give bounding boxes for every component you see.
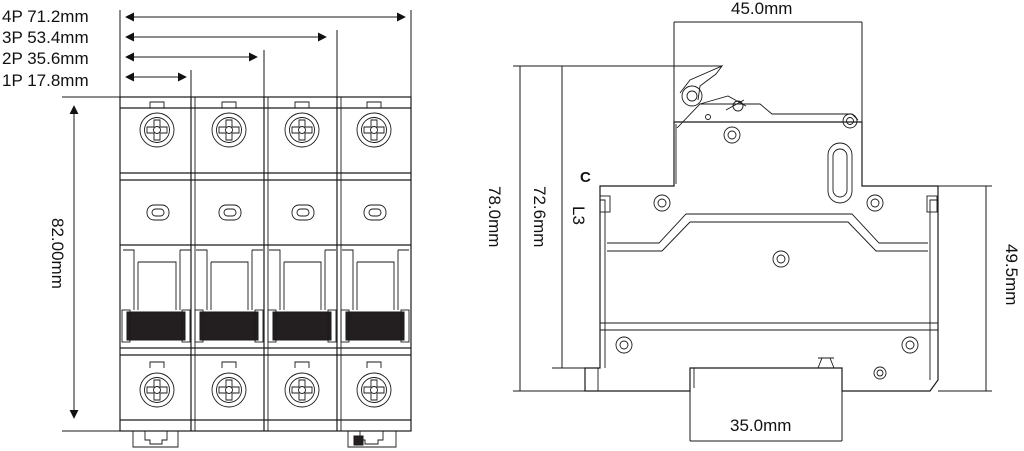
- right-height-label: 49.5mm: [1002, 244, 1021, 305]
- top-width-label: 45.0mm: [731, 0, 792, 18]
- side-latch-right: [926, 195, 938, 213]
- breaker-body-front: [119, 96, 412, 432]
- indicator-window: [146, 204, 170, 221]
- handle-side: [679, 64, 747, 120]
- terminal-label: L3: [569, 206, 588, 225]
- side-latch-left: [599, 195, 611, 213]
- front-view: 4P 71.2mm 3P 53.4mm 2P 35.6mm 1P 17.8mm …: [2, 7, 412, 448]
- din-clip-right: [347, 431, 397, 448]
- toggle-handle: [272, 311, 332, 341]
- pole-1: [121, 101, 191, 408]
- toggle-handle: [126, 311, 186, 341]
- overall-height-label: 78.0mm: [485, 186, 504, 247]
- toggle-handle: [345, 311, 405, 341]
- pole-4: [340, 101, 410, 408]
- indicator-window: [363, 204, 387, 221]
- pole-width-label-2p: 2P 35.6mm: [2, 49, 89, 68]
- toggle-handle: [199, 311, 259, 341]
- pole-2: [194, 101, 264, 408]
- side-view: 45.0mm 78.0mm 72.6mm C L3 49.5mm 35.0mm: [485, 0, 1021, 442]
- body-height-label: 72.6mm: [530, 186, 549, 247]
- breaker-body-side: [584, 121, 939, 392]
- side-slot: [827, 142, 853, 204]
- pole-width-label-1p: 1P 17.8mm: [2, 71, 89, 90]
- pole-width-label-4p: 4P 71.2mm: [2, 7, 89, 26]
- curve-letter: C: [580, 169, 591, 186]
- indicator-window: [291, 204, 315, 221]
- height-label: 82.00mm: [48, 218, 67, 289]
- indicator-window: [218, 204, 242, 221]
- pole-3: [267, 101, 337, 408]
- pole-width-label-3p: 3P 53.4mm: [2, 28, 89, 47]
- bottom-width-label: 35.0mm: [730, 416, 791, 435]
- rivets: [615, 113, 919, 380]
- din-clip-left: [132, 431, 179, 448]
